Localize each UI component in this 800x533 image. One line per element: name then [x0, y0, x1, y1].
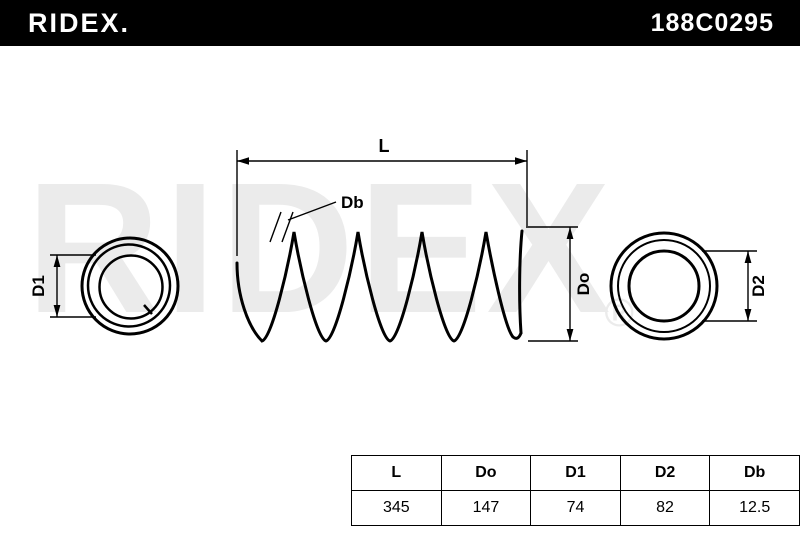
- dimension-Db: [269, 201, 337, 243]
- table-header-cell-D1: D1: [530, 455, 621, 491]
- table-header-cell-Db: Db: [709, 455, 800, 491]
- left-mid-circle: [86, 243, 172, 328]
- dim-Db-label: Db: [341, 193, 364, 212]
- dim-D2-arrow-top: [744, 251, 752, 263]
- spring-end-view-left: [80, 236, 180, 336]
- watermark-text: RIDEX: [26, 145, 615, 352]
- table-value-cell-D2: 82: [619, 490, 711, 526]
- table-value-cell-Db: 12.5: [709, 490, 800, 526]
- left-inner-circle: [98, 254, 164, 320]
- title-bar: RIDEX. 188C0295: [0, 0, 800, 46]
- spring-side-view: [235, 229, 524, 343]
- dim-L-label: L: [379, 136, 390, 156]
- table-value-cell-L: 345: [351, 490, 442, 526]
- dimension-Do: [526, 226, 578, 342]
- dimension-L: [236, 150, 528, 256]
- part-number: 188C0295: [650, 8, 774, 37]
- table-header-cell-D2: D2: [619, 455, 711, 491]
- spring-coil-path: [235, 231, 523, 343]
- spring-end-view-right: [609, 231, 719, 341]
- background-watermark: RIDEX®: [26, 156, 644, 342]
- dim-Db-leader: [287, 201, 337, 221]
- right-mid-circle: [617, 239, 711, 333]
- dim-Do-label: Do: [574, 273, 593, 296]
- dim-L-arrow-right: [515, 157, 527, 165]
- left-wire-end: [143, 304, 153, 315]
- table-header-cell-Do: Do: [440, 455, 532, 491]
- dim-Db-tick-1: [269, 211, 282, 243]
- table-header-row: L Do D1 D2 Db: [351, 455, 800, 491]
- dim-D1-label: D1: [29, 275, 48, 297]
- dim-Db-tick-2: [281, 211, 294, 243]
- spring-end-coil: [518, 229, 524, 335]
- left-outer-circle: [80, 236, 180, 336]
- dim-Do-arrow-bottom: [566, 329, 574, 341]
- dim-D2-arrow-bottom: [744, 309, 752, 321]
- table-value-row: 345 147 74 82 12.5: [351, 490, 800, 526]
- dim-Do-arrow-top: [566, 227, 574, 239]
- dim-D2-label: D2: [749, 275, 768, 297]
- table-header-cell-L: L: [351, 455, 442, 491]
- table-value-cell-Do: 147: [440, 490, 532, 526]
- brand-logo: RIDEX.: [28, 7, 131, 38]
- dimensions-table: L Do D1 D2 Db 345 147 74 82 12.5: [351, 455, 800, 526]
- right-outer-circle: [609, 231, 719, 341]
- dim-D1-arrow-top: [53, 255, 61, 267]
- right-inner-circle: [627, 249, 701, 323]
- table-value-cell-D1: 74: [530, 490, 621, 526]
- dim-L-arrow-left: [237, 157, 249, 165]
- dim-D1-arrow-bottom: [53, 305, 61, 317]
